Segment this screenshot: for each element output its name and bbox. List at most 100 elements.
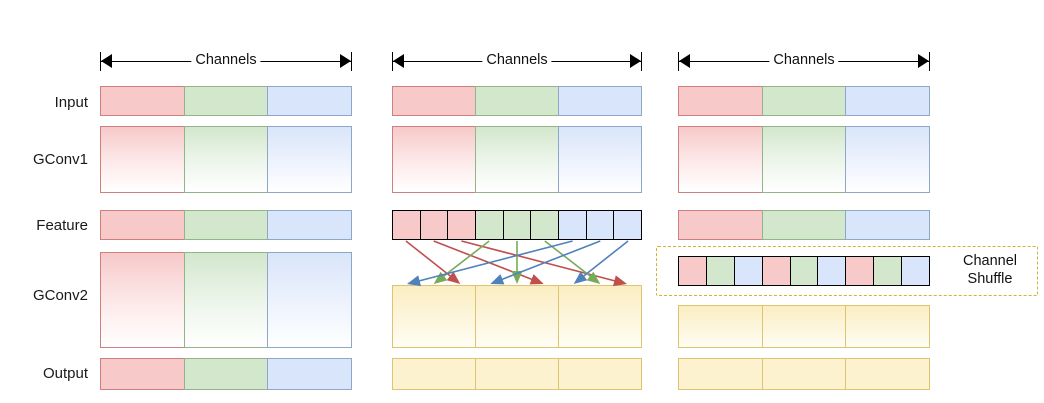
shuffle-arrow-1-to-g1 xyxy=(433,240,544,285)
segment-group-red xyxy=(678,210,763,240)
segment-group-blue xyxy=(845,86,931,116)
bar-gconv2-col-c xyxy=(678,305,931,348)
bar-input-col-a xyxy=(100,86,353,116)
feature-cell-g2 xyxy=(530,210,560,240)
channel-shuffle-label: Channel Shuffle xyxy=(962,253,1017,287)
feature-cell-b2 xyxy=(613,210,643,240)
shuffle-arrow-7-to-g1 xyxy=(490,240,601,285)
channels-axis-col-c: Channels xyxy=(678,48,930,74)
shuffle-cell-5 xyxy=(817,256,847,286)
shuffle-cell-1 xyxy=(705,256,735,286)
shuffle-cell-3 xyxy=(761,256,791,286)
segment-group-red xyxy=(100,210,185,240)
segment-group-red xyxy=(100,126,185,193)
segment-group-blue xyxy=(845,126,931,193)
segment-group-3 xyxy=(845,305,931,348)
axis-cap-right xyxy=(641,52,642,71)
shuffle-arrow-3-to-g0 xyxy=(433,240,490,284)
segment-group-blue xyxy=(558,126,642,193)
row-label-gconv1: GConv1 xyxy=(32,151,88,168)
segment-group-green xyxy=(761,86,847,116)
segment-group-green xyxy=(761,126,847,193)
shuffle-arrow-6-to-g0 xyxy=(407,240,573,287)
bar-output-col-b xyxy=(392,358,642,390)
axis-cap-left xyxy=(392,52,393,71)
arrow-left-icon xyxy=(101,54,112,68)
shuffle-cell-2 xyxy=(733,256,763,286)
segment-group-red xyxy=(678,86,763,116)
segment-group-green xyxy=(475,126,559,193)
segment-group-1 xyxy=(678,358,763,390)
segment-group-2 xyxy=(761,358,847,390)
shuffle-cell-0 xyxy=(678,256,707,286)
segment-group-2 xyxy=(475,358,559,390)
row-label-input: Input xyxy=(54,94,88,111)
feature-cell-r2 xyxy=(447,210,477,240)
segment-group-red xyxy=(100,86,185,116)
bar-shuffle-col-c xyxy=(678,256,931,286)
segment-group-green xyxy=(183,210,269,240)
segment-group-red xyxy=(392,126,476,193)
bar-output-col-a xyxy=(100,358,353,390)
segment-group-1 xyxy=(678,305,763,348)
bar-gconv1-col-c xyxy=(678,126,931,193)
row-label-feature: Feature xyxy=(36,217,88,234)
segment-group-green xyxy=(183,252,269,348)
bar-feature-col-c xyxy=(678,210,931,240)
shuffle-arrow-5-to-g2 xyxy=(544,240,601,284)
axis-cap-left xyxy=(100,52,101,71)
bar-input-col-b xyxy=(392,86,642,116)
segment-group-blue xyxy=(267,210,353,240)
feature-cell-b1 xyxy=(585,210,615,240)
segment-group-green xyxy=(475,86,559,116)
segment-group-blue xyxy=(267,126,353,193)
feature-cell-r1 xyxy=(419,210,449,240)
segment-group-blue xyxy=(267,86,353,116)
channels-label: Channels xyxy=(482,49,552,71)
bar-feature-col-a xyxy=(100,210,353,240)
channels-axis-col-b: Channels xyxy=(392,48,642,74)
segment-group-red xyxy=(678,126,763,193)
arrow-left-icon xyxy=(679,54,690,68)
segment-group-1 xyxy=(392,285,476,348)
segment-group-red xyxy=(392,86,476,116)
segment-group-red xyxy=(100,358,185,390)
segment-group-1 xyxy=(392,358,476,390)
shuffle-arrow-8-to-g2 xyxy=(573,240,629,284)
feature-cell-b0 xyxy=(558,210,587,240)
axis-cap-left xyxy=(678,52,679,71)
channels-label: Channels xyxy=(769,49,839,71)
segment-group-3 xyxy=(558,358,642,390)
shuffle-cell-8 xyxy=(901,256,931,286)
arrow-right-icon xyxy=(340,54,351,68)
segment-group-red xyxy=(100,252,185,348)
segment-group-green xyxy=(183,86,269,116)
feature-cell-r0 xyxy=(392,210,421,240)
bar-input-col-c xyxy=(678,86,931,116)
segment-group-green xyxy=(183,126,269,193)
segment-group-green xyxy=(183,358,269,390)
feature-cell-g1 xyxy=(502,210,532,240)
bar-feature-col-b xyxy=(392,210,643,240)
channels-axis-col-a: Channels xyxy=(100,48,352,74)
bar-gconv2-col-b xyxy=(392,285,642,348)
segment-group-blue xyxy=(558,86,642,116)
shuffle-cell-6 xyxy=(845,256,875,286)
segment-group-blue xyxy=(845,210,931,240)
bar-gconv1-col-a xyxy=(100,126,353,193)
segment-group-3 xyxy=(845,358,931,390)
row-label-gconv2: GConv2 xyxy=(32,287,88,304)
shuffle-arrow-0-to-g0 xyxy=(405,240,461,284)
arrow-right-icon xyxy=(630,54,641,68)
segment-group-green xyxy=(761,210,847,240)
axis-cap-right xyxy=(929,52,930,71)
shuffle-arrow-2-to-g2 xyxy=(461,240,627,287)
feature-cell-g0 xyxy=(475,210,504,240)
segment-group-2 xyxy=(475,285,559,348)
channels-label: Channels xyxy=(191,49,261,71)
arrow-right-icon xyxy=(918,54,929,68)
shuffle-arrow-4-to-g1 xyxy=(511,241,523,284)
segment-group-3 xyxy=(558,285,642,348)
shuffle-cell-7 xyxy=(873,256,903,286)
